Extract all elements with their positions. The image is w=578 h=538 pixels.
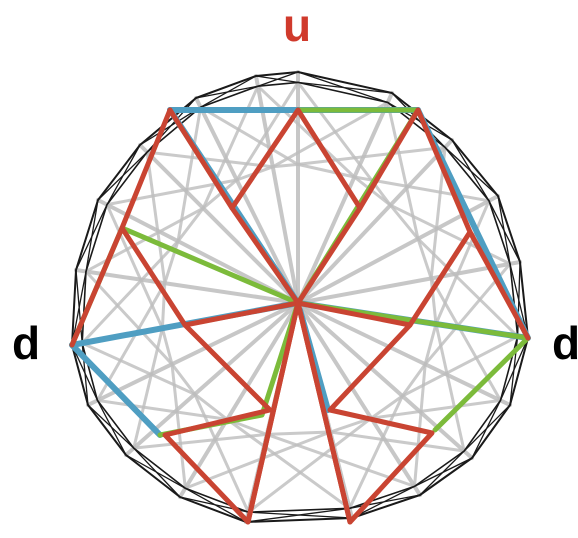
label-right: d (552, 320, 578, 366)
outer-cross-strut (472, 400, 500, 458)
inner-chord (298, 147, 445, 164)
inner-chord (203, 86, 258, 208)
inner-chord (172, 364, 185, 488)
outer-cross-strut (256, 76, 298, 82)
inner-spoke (298, 93, 392, 303)
outer-cross-strut (201, 76, 256, 107)
outer-cross-strut (88, 405, 134, 448)
label-top: u (283, 2, 311, 48)
inner-chord (390, 205, 510, 264)
outer-cross-strut (298, 82, 392, 93)
inner-chord (415, 364, 426, 486)
outer-cross-strut (420, 451, 464, 495)
label-left: d (12, 320, 40, 366)
outer-cross-strut (489, 201, 520, 262)
inner-chord (134, 434, 267, 448)
outer-cross-strut (126, 455, 185, 488)
red-edge (165, 303, 432, 522)
